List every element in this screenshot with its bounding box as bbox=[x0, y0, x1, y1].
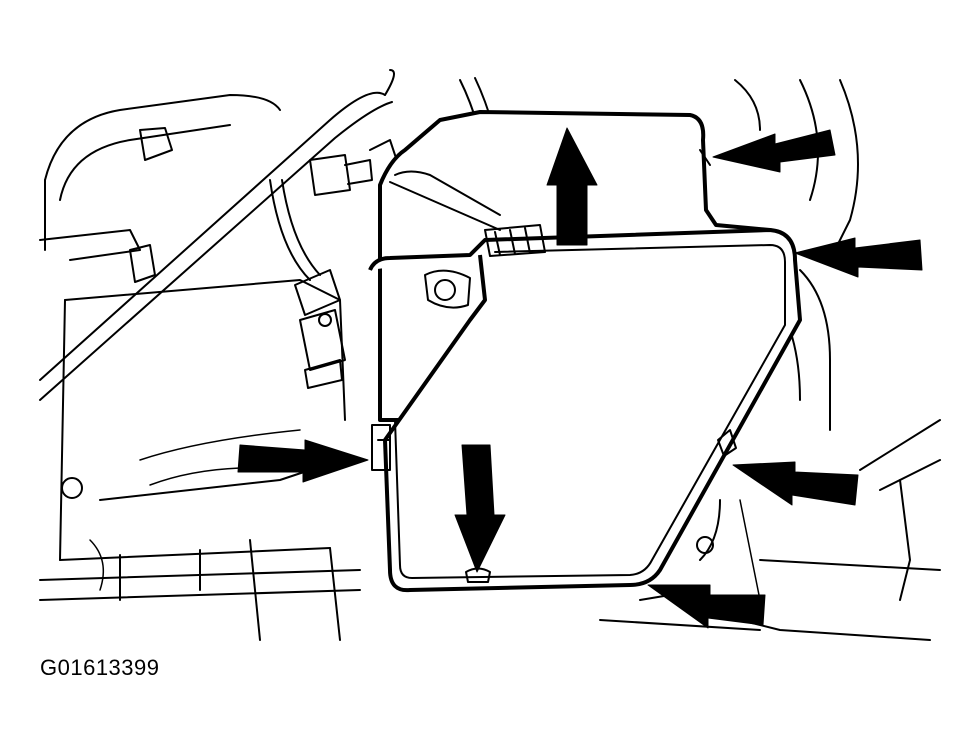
callout-arrows bbox=[237, 127, 923, 629]
arrow-left-icon bbox=[647, 584, 766, 629]
figure-id-label: G01613399 bbox=[40, 655, 160, 680]
arrow-left-icon bbox=[794, 237, 923, 278]
arrow-down-icon bbox=[454, 444, 506, 573]
arrow-left-icon bbox=[712, 129, 836, 173]
arrow-up-icon bbox=[546, 127, 598, 246]
arrow-left-icon bbox=[732, 461, 859, 506]
arrow-right-icon bbox=[237, 439, 369, 483]
background-components bbox=[39, 69, 941, 641]
